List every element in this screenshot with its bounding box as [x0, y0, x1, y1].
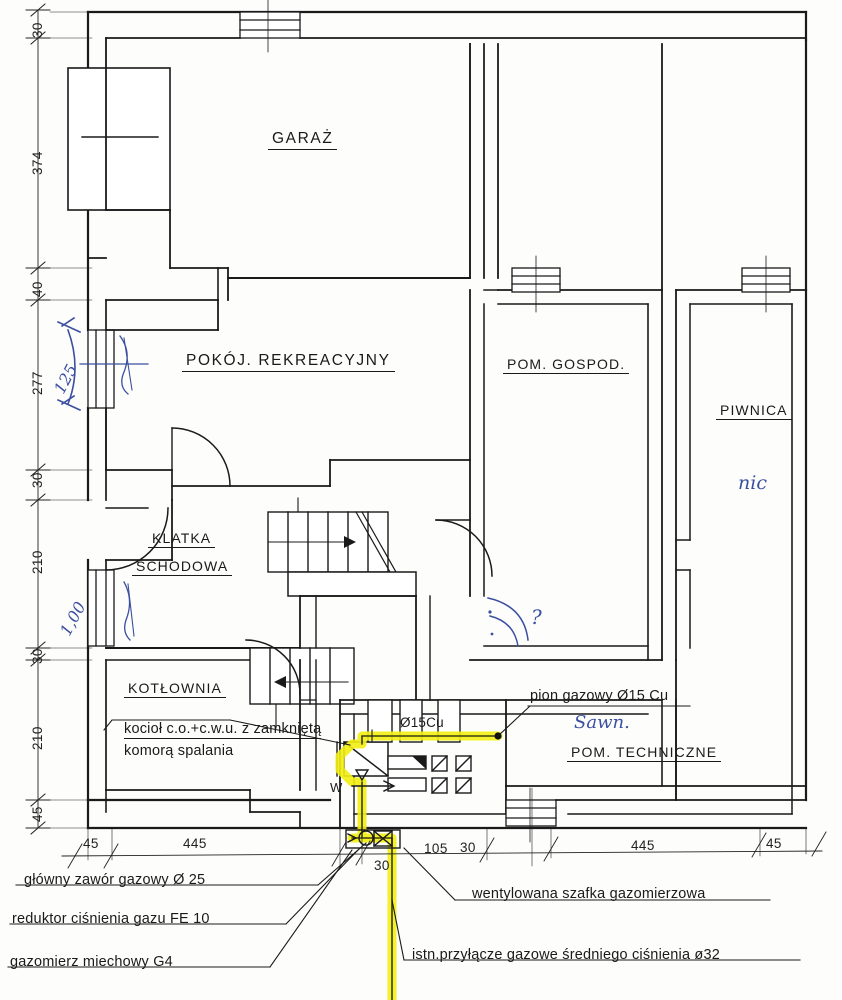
- door-swing-gospod: [435, 519, 493, 577]
- garage-vehicle-outline: [67, 67, 171, 211]
- room-label-klatka: KLATKA: [148, 530, 216, 548]
- legend-gas-meter: gazomierz miechowy G4: [10, 954, 173, 970]
- dim-bottom-30b: 30: [460, 840, 476, 855]
- room-label-pokoj-rekreacyjny: POKÓJ. REKREACYJNY: [182, 352, 395, 372]
- door-swing-klatka-lower: [245, 639, 301, 695]
- room-label-pom-techniczne: POM. TECHNICZNE: [567, 744, 722, 762]
- legend-main-valve: główny zawór gazowy Ø 25: [24, 872, 206, 888]
- dim-bottom-445b: 445: [631, 838, 655, 853]
- stairs-upper: [267, 497, 397, 573]
- room-label-piwnica: PIWNICA: [716, 402, 792, 420]
- dim-left-277: 277: [30, 371, 45, 395]
- dim-left-374: 374: [30, 151, 45, 175]
- dim-left-210a: 210: [30, 550, 45, 574]
- door-swing-klatka: [105, 507, 169, 571]
- window-symbol-left-1: [87, 329, 115, 409]
- gas-meter-cabinet: [345, 829, 401, 849]
- dim-left-30b: 30: [30, 472, 45, 488]
- dimension-chain-bottom: [61, 787, 827, 869]
- window-symbol-piwnica: [741, 255, 791, 313]
- dim-left-30a: 30: [30, 22, 45, 38]
- dim-left-30c: 30: [30, 648, 45, 664]
- note-riser: pion gazowy Ø15 Cu: [530, 688, 669, 704]
- room-label-kotlownia: KOTŁOWNIA: [124, 680, 226, 698]
- note-boiler-line1: kocioł c.o.+c.w.u. z zamkniętą: [124, 721, 322, 739]
- window-symbol-bottom: [505, 787, 557, 843]
- dimension-chain-left: [25, 3, 93, 835]
- dim-bottom-105: 105: [424, 841, 448, 856]
- dim-bottom-45a: 45: [83, 836, 99, 851]
- dim-left-40: 40: [30, 281, 45, 297]
- equipment-symbols: [387, 755, 472, 794]
- handwriting-sauna: Sawn.: [574, 712, 630, 733]
- handwriting-strokes: [56, 316, 529, 647]
- legend-leaders: [7, 705, 801, 968]
- dim-left-45: 45: [30, 806, 45, 822]
- note-pipe-d15: Ø15Cu: [400, 715, 444, 730]
- w-flow-arrow: [351, 769, 396, 792]
- window-symbol-gospod: [511, 255, 561, 313]
- window-symbol-top: [239, 0, 301, 53]
- dim-bottom-45b: 45: [766, 836, 782, 851]
- handwriting-nic: nic: [738, 472, 767, 494]
- door-swing-pokoj: [171, 427, 231, 487]
- legend-meter-cabinet: wentylowana szafka gazomierzowa: [472, 886, 706, 902]
- stairs-landing: [287, 571, 417, 597]
- note-boiler-line2: komorą spalania: [124, 743, 234, 759]
- dim-bottom-30a: 30: [374, 858, 390, 873]
- room-label-schodowa: SCHODOWA: [132, 558, 233, 576]
- legend-service-connection: istn.przyłącze gazowe średniego ciśnieni…: [412, 947, 721, 963]
- door-opening-piwnica: [675, 539, 691, 571]
- dim-bottom-445a: 445: [183, 836, 207, 851]
- room-label-pom-gospod: POM. GOSPOD.: [503, 356, 630, 374]
- note-w-marker: W: [330, 780, 343, 795]
- dim-left-210b: 210: [30, 726, 45, 750]
- handwriting-question: ?: [531, 605, 542, 629]
- stairs-lower: [249, 647, 355, 729]
- room-label-garaz: GARAŻ: [268, 130, 338, 150]
- window-symbol-left-2: [87, 569, 115, 647]
- legend-regulator: reduktor ciśnienia gazu FE 10: [12, 911, 210, 927]
